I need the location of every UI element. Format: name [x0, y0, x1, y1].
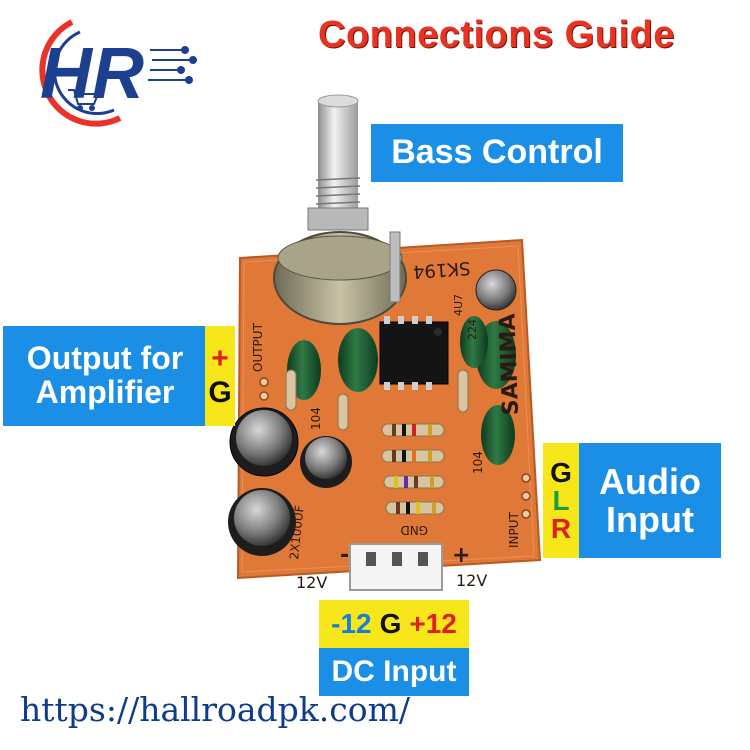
- logo-text: HR: [40, 34, 144, 114]
- audio-input-label: Audio Input: [579, 443, 721, 558]
- dc-plus-pin: +12: [409, 608, 457, 639]
- input-silk-text: INPUT: [507, 511, 521, 548]
- cart-icon: [68, 89, 100, 111]
- potentiometer-shaft: [318, 100, 358, 210]
- output-silk-text: OUTPUT: [251, 322, 265, 372]
- output-pin-labels: + G: [205, 326, 235, 426]
- dc-input-text: DC Input: [331, 655, 457, 689]
- output-label: Output for Amplifier: [3, 326, 207, 426]
- page-title: Connections Guide: [318, 14, 675, 56]
- cap104-silk-b: 104: [471, 451, 485, 474]
- ceramic-capacitor: [481, 405, 515, 465]
- ceramic-capacitor: [460, 316, 488, 368]
- audio-input-line2: Input: [606, 498, 694, 540]
- audio-pin-labels: G L R: [543, 443, 579, 558]
- v12-right-silk: 12V: [456, 571, 487, 590]
- logo-graphic: HR: [39, 19, 197, 127]
- bass-control-text: Bass Control: [391, 133, 603, 172]
- ceramic-capacitor: [338, 328, 378, 392]
- output-ground-pin: G: [208, 376, 232, 409]
- audio-left-pin: L: [552, 484, 570, 516]
- board-brand-text: SAMIMA: [495, 313, 524, 416]
- audio-input-line1: Audio: [599, 460, 701, 502]
- output-label-line1: Output for: [26, 340, 184, 377]
- v12-left-silk: 12V: [296, 573, 327, 592]
- board-model-text: SK194: [412, 257, 471, 282]
- dc-ground-pin: G: [379, 608, 402, 639]
- resistor-row: [381, 423, 445, 515]
- electrolytic-capacitor: [475, 269, 517, 311]
- audio-ground-pin: G: [550, 456, 572, 488]
- hallroad-logo[interactable]: HR: [10, 10, 200, 130]
- cap104-silk-a: 104: [309, 407, 323, 430]
- bass-control-label: Bass Control: [371, 124, 623, 182]
- cap-silk-text: 2X100UF: [287, 505, 307, 561]
- dc-pin-labels: -12 G +12: [319, 600, 469, 648]
- minus-silk: -: [340, 543, 349, 568]
- gnd-silk-text: GND: [400, 523, 428, 537]
- cap4u7-silk: 4U7: [452, 294, 465, 316]
- dc-terminal: [349, 543, 443, 591]
- output-label-line2: Amplifier: [35, 374, 175, 410]
- plus-silk: +: [452, 543, 470, 568]
- dc-minus-pin: -12: [331, 608, 372, 639]
- dc-input-label: DC Input: [319, 648, 469, 696]
- cap224-silk: 224: [466, 319, 479, 340]
- audio-right-pin: R: [550, 512, 572, 544]
- website-link[interactable]: https://hallroadpk.com/: [20, 690, 411, 729]
- output-plus-pin: +: [211, 342, 229, 375]
